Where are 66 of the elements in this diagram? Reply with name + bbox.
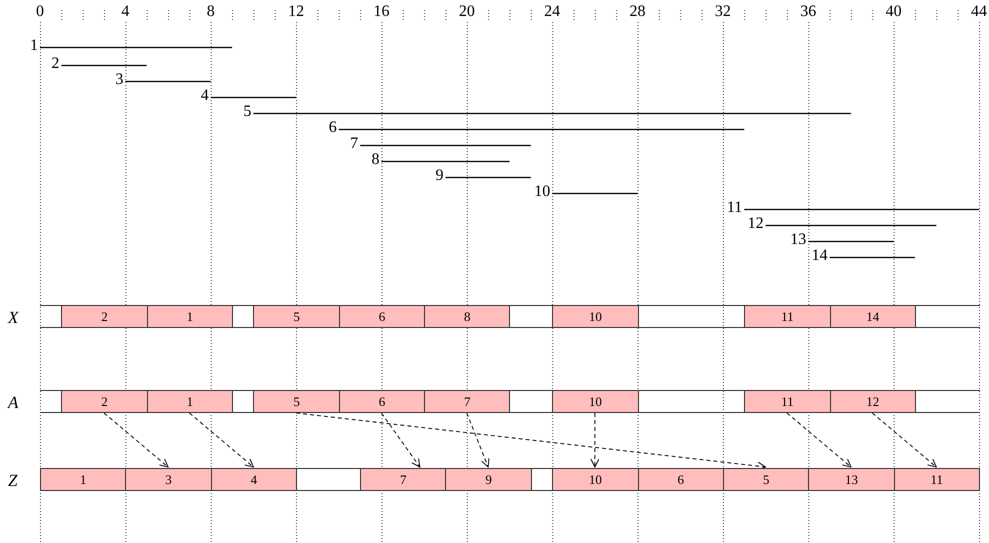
lane-band (40, 468, 980, 491)
interval-number: 3 (115, 72, 124, 88)
arrow (296, 412, 766, 470)
task-box: 9 (445, 468, 532, 491)
task-box: 12 (830, 390, 916, 413)
axis-tick-label: 12 (288, 4, 304, 20)
arrow (104, 412, 168, 468)
interval-number: 10 (534, 184, 550, 200)
task-box: 5 (253, 390, 340, 413)
task-box: 5 (253, 305, 340, 328)
row-label: Z (8, 472, 18, 489)
task-box: 5 (722, 468, 810, 491)
task-box: 10 (552, 468, 639, 491)
row-label: A (8, 394, 18, 411)
arrow (786, 412, 852, 468)
task-box: 6 (338, 305, 426, 328)
task-box: 1 (146, 390, 234, 413)
task-box: 14 (830, 305, 916, 328)
task-box: 6 (338, 390, 426, 413)
task-box: 4 (210, 468, 298, 491)
task-box: 10 (552, 305, 639, 328)
interval-number: 14 (812, 248, 828, 264)
arrow (381, 412, 420, 468)
task-box: 7 (424, 390, 510, 413)
task-box: 6 (638, 468, 724, 491)
interval-number: 4 (200, 88, 209, 104)
arrow (590, 412, 600, 468)
axis-tick-label: 40 (886, 4, 902, 20)
task-box: 2 (61, 390, 148, 413)
interval-number: 8 (371, 152, 380, 168)
axis-tick-label: 24 (544, 4, 560, 20)
axis-tick-label: 16 (373, 4, 390, 20)
task-box: 3 (125, 468, 212, 491)
axis-tick-label: 4 (121, 4, 130, 20)
row-label: X (8, 309, 18, 326)
axis-tick-label: 36 (800, 4, 816, 20)
task-box: 11 (744, 305, 831, 328)
lane-band (40, 390, 980, 413)
task-box: 13 (808, 468, 895, 491)
interval-number: 11 (726, 200, 742, 216)
axis-tick-label: 32 (714, 4, 731, 20)
task-box: 7 (360, 468, 446, 491)
lane-band (40, 305, 980, 328)
task-box: 2 (61, 305, 148, 328)
interval-number: 9 (435, 168, 444, 184)
interval-number: 13 (790, 232, 806, 248)
arrow (188, 412, 254, 468)
task-box: 11 (894, 468, 980, 491)
task-box: 8 (424, 305, 510, 328)
axis-tick-label: 8 (206, 4, 215, 20)
axis-tick-label: 44 (971, 4, 987, 20)
axis-tick-label: 28 (630, 4, 646, 20)
interval-number: 5 (243, 104, 252, 120)
interval-number: 1 (30, 38, 38, 54)
task-box: 1 (146, 305, 234, 328)
task-box: 10 (552, 390, 639, 413)
interval-number: 12 (748, 216, 764, 232)
axis-tick-label: 20 (458, 4, 475, 20)
task-box: 11 (744, 390, 831, 413)
arrow (466, 412, 490, 468)
axis-tick-label: 0 (36, 4, 44, 20)
task-box: 1 (40, 468, 126, 491)
interval-number: 6 (328, 120, 337, 136)
arrow (872, 412, 937, 468)
interval-number: 2 (51, 56, 60, 72)
interval-number: 7 (350, 136, 358, 152)
